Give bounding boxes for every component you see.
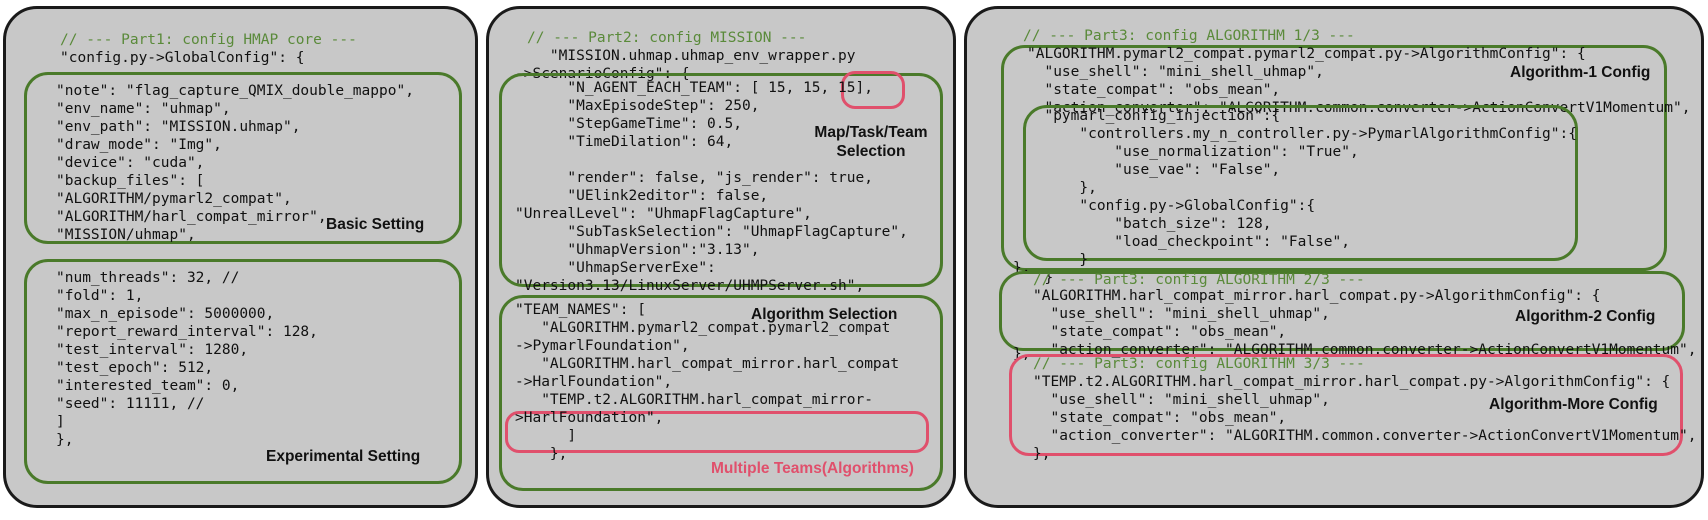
experimental-setting-code: "num_threads": 32, // "fold": 1, "max_n_… [56, 270, 318, 448]
pymarl-injection-box [1023, 105, 1578, 261]
basic-setting-box [24, 72, 462, 244]
algorithm-selection-code: "TEAM_NAMES": [ "ALGORITHM.pymarl2_compa… [515, 302, 900, 462]
algorithm-selection-box [499, 295, 943, 491]
part3-comment-2: // --- Part3: config ALGORITHM 2/3 --- [1033, 272, 1365, 288]
algorithm-1-config-label: Algorithm-1 Config [1510, 64, 1651, 81]
algorithm-1-config-box [1001, 45, 1667, 271]
algorithm-selection-label: Algorithm Selection [751, 306, 898, 323]
algorithm-1-config-code: "ALGORITHM.pymarl2_compat.pymarl2_compat… [1027, 46, 1691, 116]
map-task-team-code: "N_AGENT_EACH_TEAM": [ 15, 15, 15], "Max… [515, 80, 908, 294]
part1-header: "config.py->GlobalConfig": { [60, 50, 305, 66]
panel-part2-mission: // --- Part2: config MISSION --- "MISSIO… [486, 6, 956, 508]
part3-comment-3: // --- Part3: config ALGORITHM 3/3 --- [1033, 356, 1365, 372]
panel-part1-hmap-core: // --- Part1: config HMAP core --- "conf… [3, 6, 478, 508]
basic-setting-code: "note": "flag_capture_QMIX_double_mappo"… [56, 83, 414, 243]
part1-comment: // --- Part1: config HMAP core --- [60, 32, 357, 48]
map-task-team-box [499, 73, 943, 287]
map-task-team-label: Map/Task/Team Selection [814, 124, 928, 160]
multiple-teams-label: Multiple Teams(Algorithms) [711, 460, 914, 477]
experimental-setting-box [24, 259, 462, 484]
part3-comment-1: // --- Part3: config ALGORITHM 1/3 --- [1023, 28, 1355, 44]
algorithm-3-config-code: "TEMP.t2.ALGORITHM.harl_compat_mirror.ha… [1033, 374, 1697, 462]
algorithm-more-config-box [1009, 354, 1683, 456]
algorithm-more-config-label: Algorithm-More Config [1489, 396, 1658, 413]
part2-comment: // --- Part2: config MISSION --- [527, 30, 807, 46]
experimental-setting-label: Experimental Setting [266, 448, 421, 465]
multiple-teams-highlight-box [505, 411, 929, 453]
algorithm-2-config-box [999, 271, 1685, 351]
n-agent-highlight-box [841, 71, 905, 109]
panel-part3-algorithm: // --- Part3: config ALGORITHM 1/3 --- "… [964, 6, 1704, 508]
algorithm-2-config-label: Algorithm-2 Config [1515, 308, 1656, 325]
pymarl-injection-code: "pymarl_config_injection":{ "controllers… [1044, 108, 1577, 286]
basic-setting-label: Basic Setting [326, 216, 425, 233]
